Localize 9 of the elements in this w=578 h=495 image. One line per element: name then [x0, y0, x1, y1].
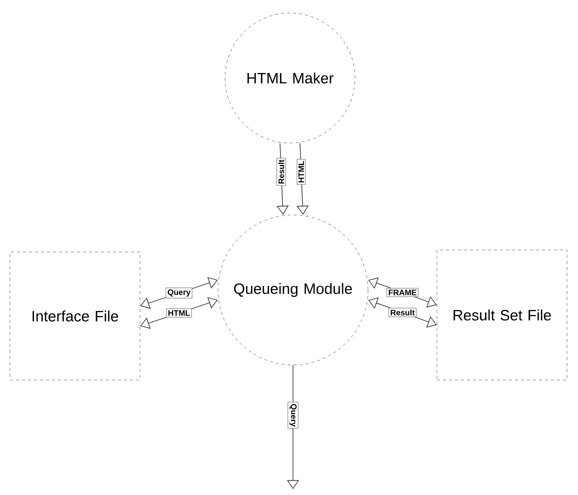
edge-label: Query	[168, 289, 191, 297]
file-box: Result Set File	[436, 250, 568, 380]
edge-label: FRAME	[388, 290, 416, 296]
edge-label: Result	[278, 160, 284, 184]
file-box: Interface File	[10, 252, 140, 380]
edge-label: HTML	[298, 160, 304, 182]
edge-label: Query	[289, 404, 297, 427]
edge-label: HTML	[168, 310, 190, 316]
edge-label: Result	[390, 310, 415, 316]
